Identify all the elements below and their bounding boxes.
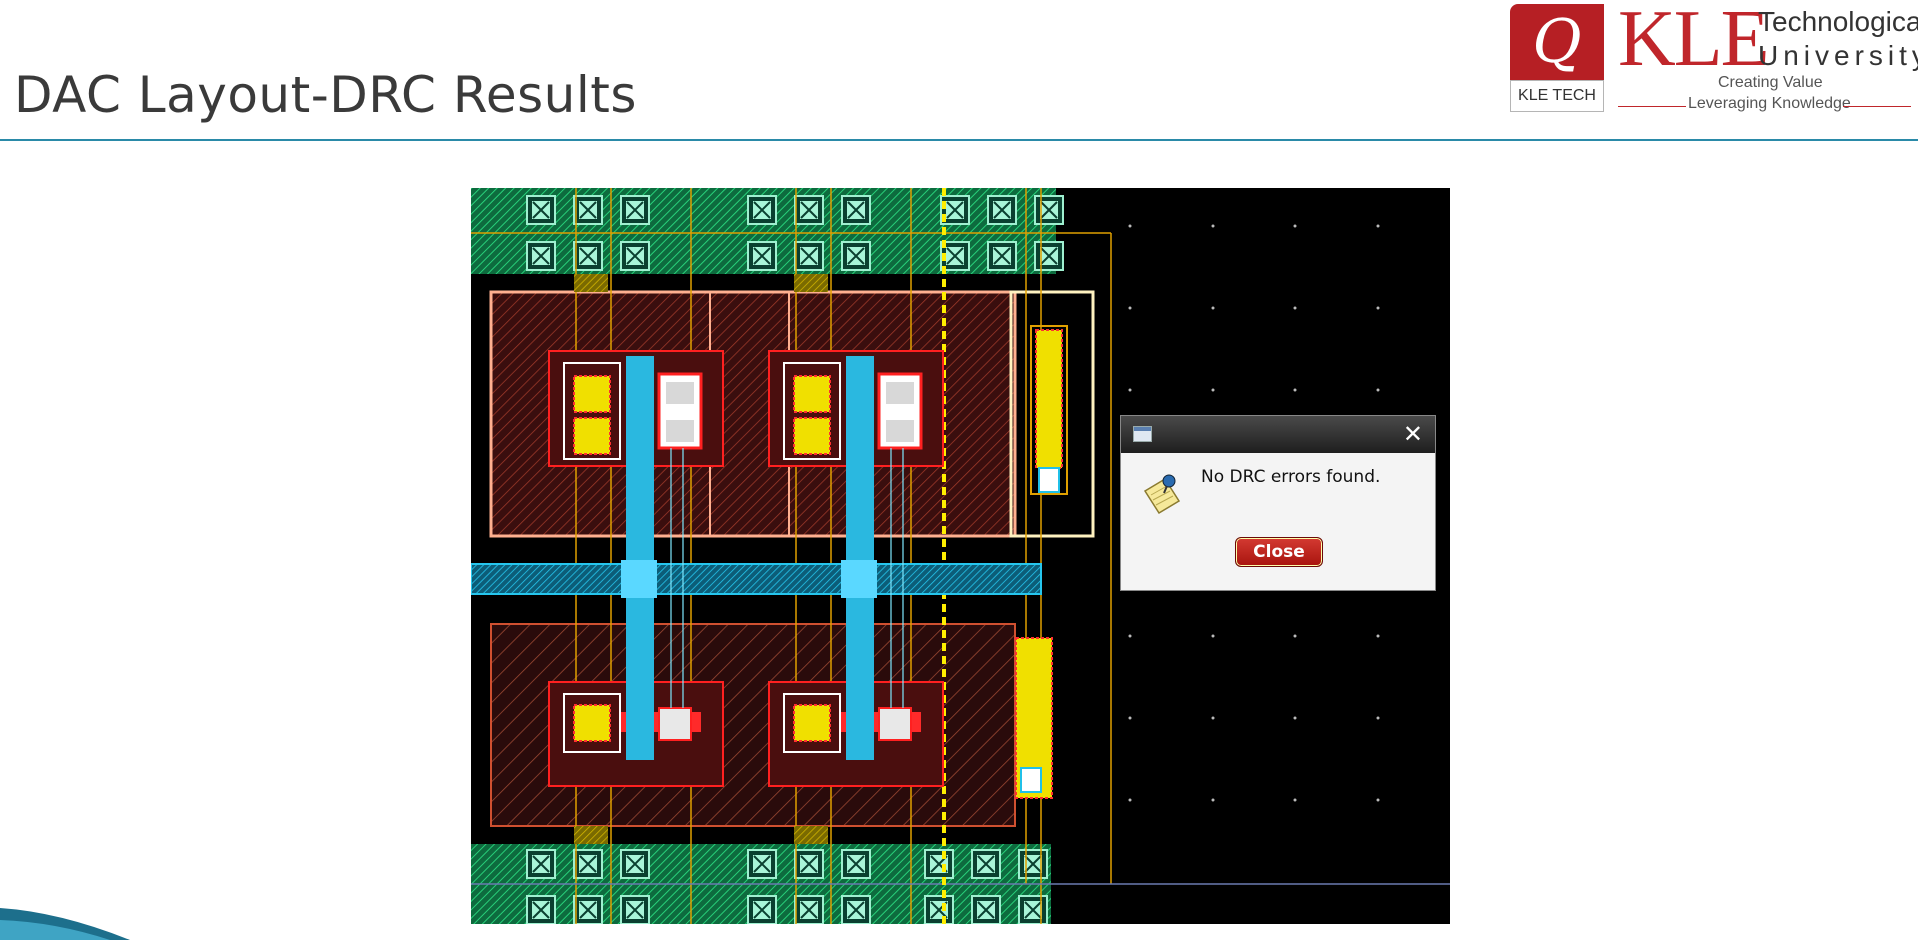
logo-rule-right xyxy=(1843,106,1911,107)
title-divider xyxy=(0,139,1918,141)
logo-line-technological: Technological xyxy=(1758,6,1918,37)
corner-decoration xyxy=(0,908,130,940)
dialog-body: No DRC errors found. Close xyxy=(1121,453,1435,590)
grid-dots xyxy=(1128,224,1380,802)
window-icon xyxy=(1133,426,1152,442)
logo-monogram: Q xyxy=(1510,4,1604,80)
close-icon[interactable]: ✕ xyxy=(1402,420,1423,448)
logo-slogan-2: Leveraging Knowledge xyxy=(1688,95,1851,112)
lower-transistor-2 xyxy=(768,681,944,787)
drc-result-dialog: ✕ No DRC errors found. Close xyxy=(1120,415,1436,591)
slide-title: DAC Layout-DRC Results xyxy=(14,66,637,124)
logo-badge: KLE TECH xyxy=(1510,80,1604,112)
dialog-message: No DRC errors found. xyxy=(1201,467,1381,487)
dialog-titlebar[interactable]: ✕ xyxy=(1121,416,1435,453)
note-pin-icon xyxy=(1143,474,1181,515)
logo-brand: KLE xyxy=(1618,0,1770,83)
layout-drawing xyxy=(471,188,1450,924)
right-contacts-top xyxy=(1035,329,1063,493)
logo-slogan-1: Creating Value xyxy=(1718,74,1823,91)
close-button[interactable]: Close xyxy=(1235,537,1323,567)
right-contacts-bottom xyxy=(1015,637,1053,799)
logo-line-university: University xyxy=(1758,40,1918,71)
university-logo: Q KLE TECH KLE Technological University … xyxy=(1508,0,1918,117)
logo-rule-left xyxy=(1618,106,1686,107)
